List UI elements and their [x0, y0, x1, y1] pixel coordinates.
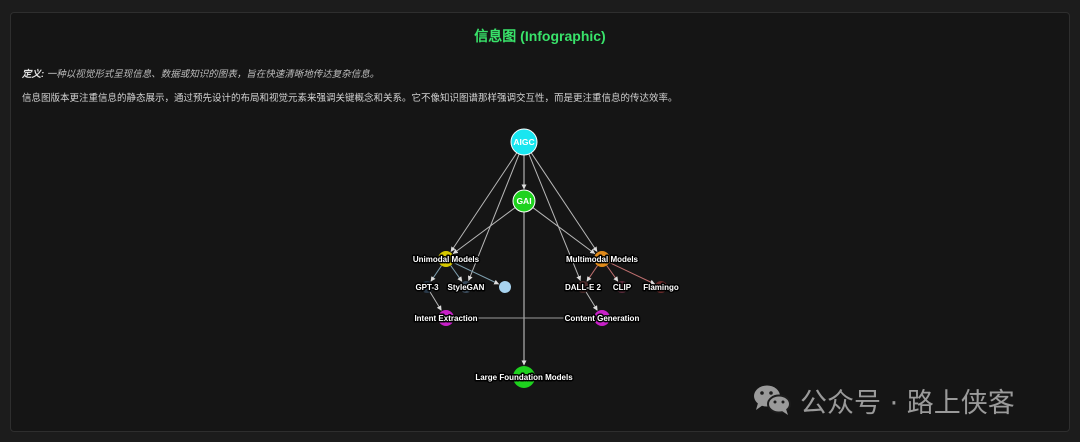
definition-label: 定义:: [22, 69, 45, 80]
node-circle-dalle2: [577, 281, 589, 293]
node-label-flamingo: Flamingo: [643, 283, 679, 292]
node-circle-flamingo: [655, 281, 667, 293]
node-circle-stylegan: [460, 281, 472, 293]
definition-line: 定义: 一种以视觉形式呈现信息、数据或知识的图表，旨在快速清晰地传达复杂信息。: [22, 66, 379, 80]
node-circle-gai: [512, 189, 536, 213]
node-label-gai: GAI: [516, 196, 531, 206]
edge-unimodal-unnamed: [453, 261, 500, 285]
definition-text: 一种以视觉形式呈现信息、数据或知识的图表，旨在快速清晰地传达复杂信息。: [44, 69, 380, 80]
edge-unimodal-stylegan: [450, 265, 463, 282]
edge-aigc-stylegan: [467, 153, 520, 281]
node-label-dalle2: DALL-E 2: [565, 283, 602, 292]
node-label-aigc: AIGC: [513, 137, 534, 147]
nodes-layer: AIGC GAI Unimodal Models Multimodal ModelsG…: [411, 128, 680, 388]
node-circle-intent: [438, 310, 454, 326]
node-label-lfm: Large Foundation Models: [475, 373, 573, 382]
edge-aigc-multimodal: [530, 152, 598, 252]
page-title: 信息图 (Infographic): [474, 28, 606, 44]
node-label-content: Content Generation: [565, 314, 640, 323]
edge-multimodal-flamingo: [609, 261, 656, 285]
node-label-unimodal: Unimodal Models: [413, 255, 480, 264]
node-circle-multimodal: [594, 251, 610, 267]
node-circle-aigc: [510, 128, 538, 156]
edge-aigc-dalle2: [528, 153, 581, 281]
node-unimodal[interactable]: Unimodal Models: [411, 251, 481, 267]
node-gai[interactable]: GAI: [512, 189, 536, 213]
node-flamingo[interactable]: Flamingo: [642, 281, 680, 294]
edges-layer: [429, 152, 656, 366]
node-circle-unnamed: [499, 281, 511, 293]
node-label-multimodal: Multimodal Models: [566, 255, 639, 264]
node-content[interactable]: Content Generation: [563, 310, 641, 326]
node-multimodal[interactable]: Multimodal Models: [565, 251, 640, 267]
node-clip[interactable]: CLIP: [611, 281, 633, 294]
edge-multimodal-dalle2: [586, 265, 598, 282]
description-text: 信息图版本更注重信息的静态展示，通过预先设计的布局和视觉元素来强调关键概念和关系…: [22, 93, 678, 104]
node-circle-lfm: [513, 366, 535, 388]
node-circle-content: [594, 310, 610, 326]
node-lfm[interactable]: Large Foundation Models: [474, 366, 575, 388]
node-label-stylegan: StyleGAN: [448, 283, 485, 292]
edge-gai-multimodal: [532, 207, 596, 255]
edge-multimodal-clip: [606, 265, 619, 282]
node-unnamed[interactable]: [499, 281, 511, 293]
wechat-icon: [754, 385, 791, 415]
node-circle-unimodal: [438, 251, 454, 267]
node-label-clip: CLIP: [613, 283, 632, 292]
edge-gai-unimodal: [452, 207, 516, 255]
node-aigc[interactable]: AIGC: [510, 128, 538, 156]
watermark-text: 公众号 · 路上侠客: [800, 387, 1015, 419]
node-intent[interactable]: Intent Extraction: [413, 310, 479, 326]
edge-aigc-unimodal: [450, 152, 518, 252]
node-dalle2[interactable]: DALL-E 2: [564, 281, 603, 294]
node-circle-gpt3: [421, 281, 433, 293]
infographic-card: [10, 12, 1070, 432]
edge-gpt3-intent: [429, 291, 442, 311]
node-circle-clip: [616, 281, 628, 293]
node-stylegan[interactable]: StyleGAN: [446, 281, 486, 294]
node-label-intent: Intent Extraction: [414, 314, 477, 323]
node-gpt3[interactable]: GPT-3: [414, 281, 441, 294]
edge-dalle2-content: [585, 291, 598, 311]
edge-unimodal-gpt3: [430, 265, 442, 282]
node-label-gpt3: GPT-3: [415, 283, 439, 292]
watermark: 公众号 · 路上侠客: [752, 382, 1015, 419]
